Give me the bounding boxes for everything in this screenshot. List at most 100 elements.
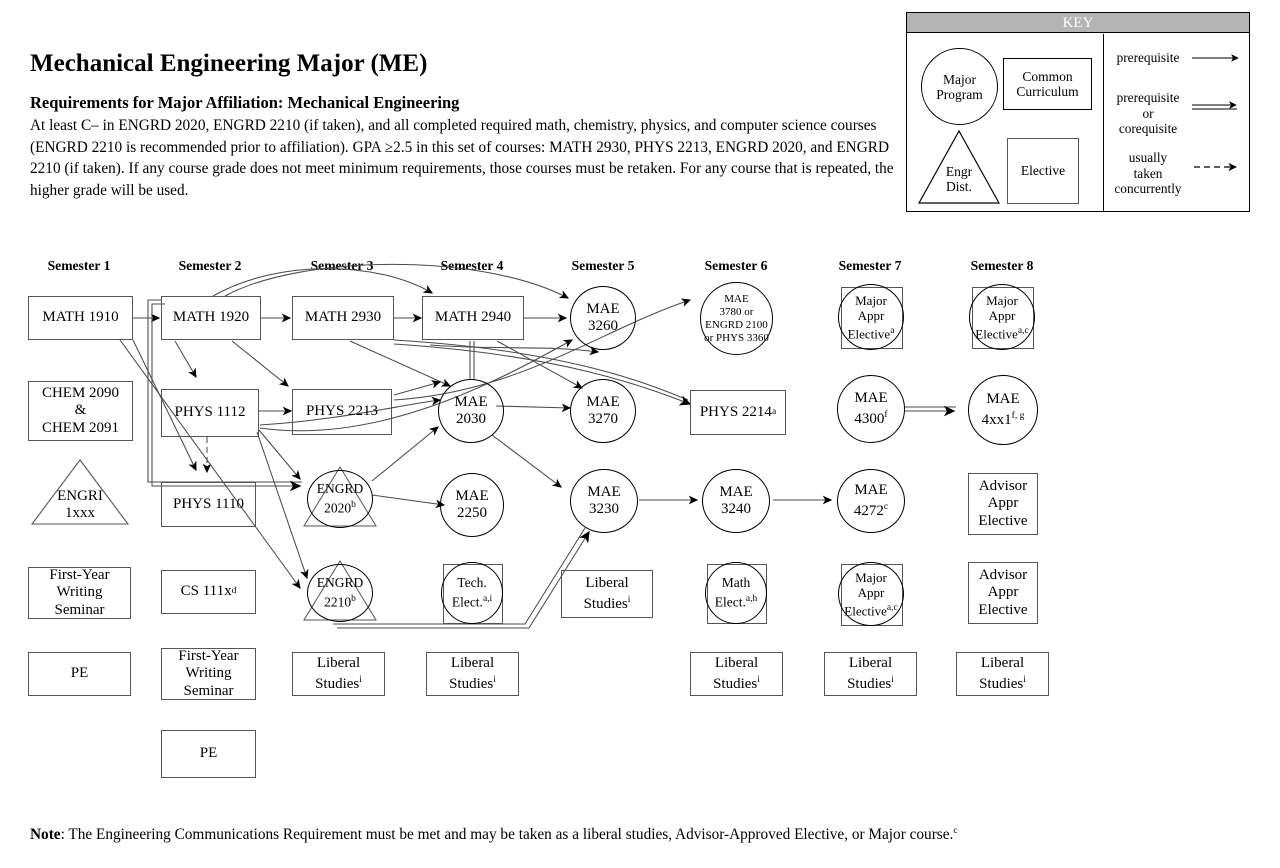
node-label-line: Writing [185,665,232,682]
requirements-subtitle: Requirements for Major Affiliation: Mech… [30,93,460,112]
key-label-line: usually [1128,150,1168,165]
node-label-line: MAE [454,393,488,410]
node-chem-2090-2091[interactable]: CHEM 2090&CHEM 2091 [28,381,133,441]
node-superscript: i [1023,675,1026,685]
node-phys-1110[interactable]: PHYS 1110 [161,482,256,527]
node-pe-2[interactable]: PE [161,730,256,778]
node-math-2940[interactable]: MATH 2940 [422,296,524,340]
semester-header-6: Semester 6 [704,258,768,273]
node-label-line: Seminar [183,682,234,699]
node-label-line: 2030 [456,411,486,427]
node-label-line: Seminar [54,601,105,618]
node-math-1910[interactable]: MATH 1910 [28,296,133,340]
node-label: MAE 4xx1f, g [982,391,1025,430]
semester-header-7: Semester 7 [838,258,902,273]
node-label-line: 3270 [588,411,618,427]
node-phys-2213[interactable]: PHYS 2213 [292,389,392,435]
curriculum-flowchart: Semester 1 Semester 2 Semester 3 Semeste… [28,258,1049,778]
node-math-2930[interactable]: MATH 2930 [292,296,394,340]
node-superscript: a,c [886,602,898,613]
node-label-line: 2210b [324,594,356,610]
node-label-line: Studiesi [315,675,362,692]
node-label-line: Elective [978,601,1028,618]
node-label: Tech.Elect.a,i [452,575,492,611]
node-label-line: First-Year [49,566,110,583]
node-label: MATH 2940 [434,309,512,326]
node-label-line: MAE [586,300,620,317]
node-superscript: f [884,410,888,420]
key-label-line: concurrently [1114,181,1182,196]
node-phys-1112[interactable]: PHYS 1112 [161,389,259,437]
node-label-line: ENGRI [57,487,103,504]
node-label-line: Studiesi [449,675,496,692]
node-math-1920[interactable]: MATH 1920 [161,296,261,340]
key-label-line: Common [1022,69,1073,84]
node-label-line: ENGRD [316,481,364,497]
key-label-line: Dist. [946,179,972,194]
node-superscript: i [493,675,496,685]
node-label-line: ENGRD 2100 [705,318,768,331]
node-superscript: b [351,500,356,511]
node-label-line: 3230 [589,501,619,517]
node-label-line: MAE [854,389,888,406]
node-label-line: 4xx1f, g [981,411,1025,428]
node-label-line: 2250 [457,505,487,521]
node-tech-elect[interactable]: Tech.Elect.a,i [441,562,503,624]
node-label-line: Studiesi [713,675,760,692]
node-pe-1[interactable]: PE [28,652,131,696]
semester-header-3: Semester 3 [310,258,374,273]
node-label-line: Appr [987,584,1019,601]
key-label-line: Engr [945,164,973,179]
node-label-line: Appr [857,585,885,601]
node-label-line: MAE [986,390,1020,407]
node-mae-4xx1[interactable]: MAE 4xx1f, g [968,375,1038,445]
node-label-line: Advisor [978,566,1028,583]
key-label-line: Program [936,86,983,102]
node-label: CHEM 2090&CHEM 2091 [42,385,119,438]
node-label-line: MAE [586,393,620,410]
